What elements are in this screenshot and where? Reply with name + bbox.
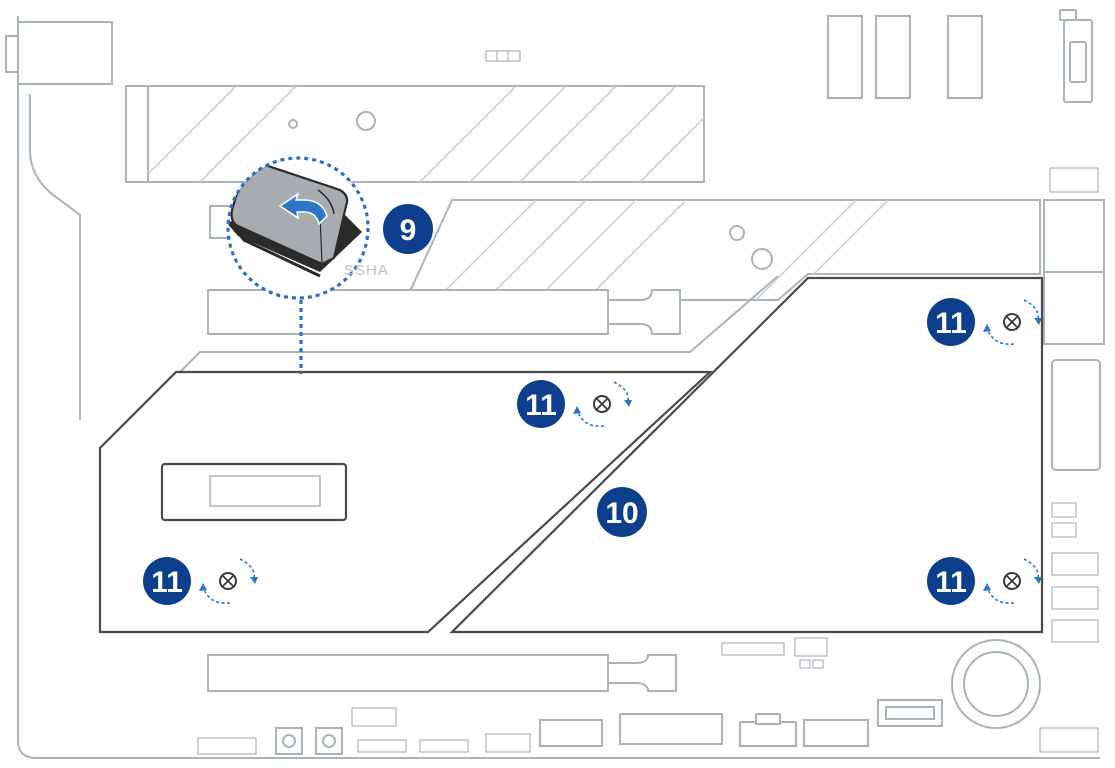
cover-label-window — [160, 462, 348, 522]
mid-bottom-headers — [721, 637, 828, 669]
curved-arrow-icon — [278, 192, 328, 226]
middle-m2-shield — [404, 199, 1041, 301]
m2-heatsink-cover-left — [98, 370, 713, 634]
callout-10-label: 10 — [605, 497, 638, 530]
callout-step-10: 10 — [597, 487, 647, 537]
io-port-tab — [5, 35, 19, 73]
screw-icon — [1003, 572, 1021, 590]
screw-marker-lower-left: 11 — [143, 557, 258, 605]
top-right-slots — [827, 9, 1093, 103]
callout-11-label: 11 — [935, 566, 967, 599]
bottom-headers — [197, 699, 1099, 755]
screw-icon — [219, 572, 237, 590]
screw-icon — [1003, 313, 1021, 331]
callout-11-label: 11 — [935, 307, 967, 340]
counterclockwise-arrow-icon — [573, 381, 632, 428]
watermark: SSHA — [344, 262, 389, 279]
top-m2-heatsink — [125, 85, 705, 183]
callout-step-9: 9 — [383, 204, 433, 254]
callout-9-label: 9 — [400, 214, 417, 247]
screw-icon — [593, 395, 611, 413]
pcie-slot-upper — [207, 289, 681, 335]
motherboard-outline — [5, 16, 1100, 759]
m2-heatsink-cover-right — [449, 276, 1044, 634]
screw-marker-upper-right: 11 — [927, 298, 1042, 346]
screw-marker-upper-middle: 11 — [517, 380, 632, 428]
screw-marker-lower-right: 11 — [927, 557, 1042, 605]
pcie-slot-lower — [207, 654, 677, 692]
io-port-block — [17, 21, 113, 85]
counterclockwise-arrow-icon — [199, 558, 258, 605]
callout-11-label: 11 — [525, 389, 557, 422]
cmos-battery — [951, 639, 1041, 729]
right-side-connectors — [1043, 167, 1105, 643]
callout-11-label: 11 — [151, 566, 183, 599]
power-connector — [1051, 359, 1101, 471]
top-pin-header — [485, 50, 521, 62]
counterclockwise-arrow-icon — [983, 558, 1042, 605]
thermal-pad-zoom-detail: SSHA — [226, 156, 389, 374]
counterclockwise-arrow-icon — [983, 299, 1042, 346]
